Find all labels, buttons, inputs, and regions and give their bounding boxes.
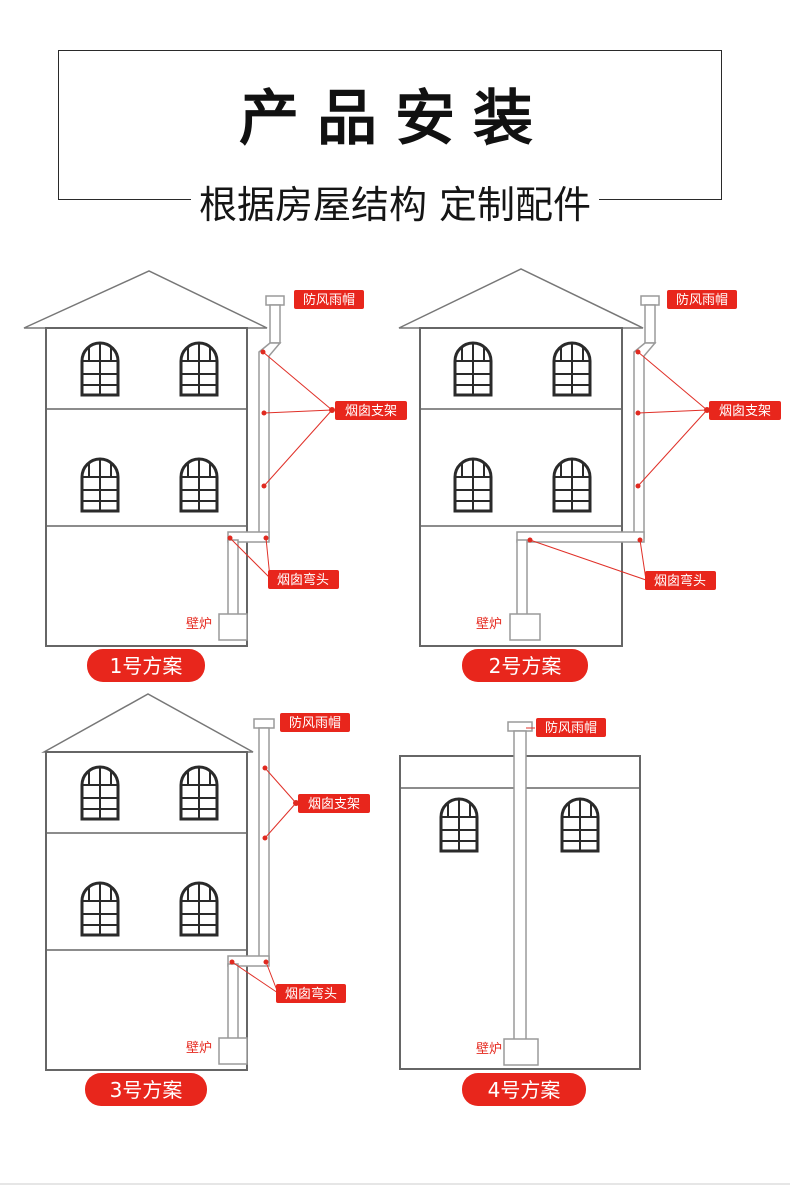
bracket-tag: 烟囱支架 <box>298 794 370 813</box>
cap-tag-label: 防风雨帽 <box>676 292 728 308</box>
elbow-tag: 烟囱弯头 <box>645 571 716 590</box>
window-icon <box>80 341 120 397</box>
elbow-tag-label: 烟囱弯头 <box>277 572 329 588</box>
plan-1-badge: 1号方案 <box>87 649 205 682</box>
elbow-tag: 烟囱弯头 <box>276 984 346 1003</box>
plan-4-label: 4号方案 <box>488 1078 561 1102</box>
page-subtitle-text: 根据房屋结构 定制配件 <box>190 183 600 227</box>
cap-tag-label: 防风雨帽 <box>545 720 597 736</box>
fireplace-label: 壁炉 <box>186 617 212 632</box>
plan-2-label: 2号方案 <box>489 654 562 678</box>
cap-tag: 防风雨帽 <box>280 713 350 732</box>
bracket-tag: 烟囱支架 <box>335 401 407 420</box>
cap-tag-label: 防风雨帽 <box>289 715 341 731</box>
cap-tag: 防风雨帽 <box>294 290 364 309</box>
fireplace-box <box>503 1038 539 1066</box>
page-title: 产品安装 <box>239 84 551 154</box>
fireplace-box <box>509 613 541 641</box>
page-subtitle: 根据房屋结构 定制配件 <box>0 174 790 229</box>
window-icon <box>179 765 219 821</box>
house-plan-1: 壁炉 防风雨帽 烟囱支架 烟囱弯头 1号方案 <box>23 270 407 682</box>
plan-4-badge: 4号方案 <box>462 1073 586 1106</box>
cap-tag-label: 防风雨帽 <box>303 292 355 308</box>
chimney-pipe <box>516 295 660 617</box>
cap-tag: 防风雨帽 <box>667 290 737 309</box>
fireplace-label: 壁炉 <box>186 1041 212 1056</box>
window-icon <box>453 341 493 397</box>
bracket-tag-label: 烟囱支架 <box>308 797 360 812</box>
roof <box>398 268 644 329</box>
window-icon <box>80 765 120 821</box>
window-icon <box>179 881 219 937</box>
window-icon <box>453 457 493 513</box>
roof <box>41 693 254 753</box>
window-icon <box>80 881 120 937</box>
plan-3-label: 3号方案 <box>110 1078 183 1102</box>
cap-tag: 防风雨帽 <box>536 718 606 737</box>
elbow-tag-label: 烟囱弯头 <box>654 573 706 589</box>
roof <box>23 270 268 329</box>
bracket-tag-label: 烟囱支架 <box>719 404 771 419</box>
plan-3-badge: 3号方案 <box>85 1073 207 1106</box>
house-plan-3: 壁炉 防风雨帽 烟囱支架 烟囱弯头 3号方案 <box>41 693 370 1106</box>
house-plan-2: 壁炉 防风雨帽 烟囱支架 烟囱弯头 2号方案 <box>398 268 781 682</box>
fireplace-box <box>218 1037 248 1065</box>
window-icon <box>179 457 219 513</box>
elbow-tag: 烟囱弯头 <box>268 570 339 589</box>
plan-2-badge: 2号方案 <box>462 649 588 682</box>
bracket-tag-label: 烟囱支架 <box>345 404 397 419</box>
window-icon <box>552 341 592 397</box>
window-icon <box>80 457 120 513</box>
house-plan-4: 壁炉 防风雨帽 4号方案 <box>399 718 641 1106</box>
window-icon <box>560 797 600 853</box>
window-icon <box>179 341 219 397</box>
plan-1-label: 1号方案 <box>110 654 183 678</box>
chimney-pipe <box>227 295 285 617</box>
window-icon <box>439 797 479 853</box>
bracket-tag: 烟囱支架 <box>709 401 781 420</box>
elbow-tag-label: 烟囱弯头 <box>285 986 337 1002</box>
fireplace-label: 壁炉 <box>476 1042 502 1057</box>
fireplace-label: 壁炉 <box>476 617 502 632</box>
window-icon <box>552 457 592 513</box>
chimney-pipe <box>507 721 533 1042</box>
fireplace-box <box>218 613 248 641</box>
